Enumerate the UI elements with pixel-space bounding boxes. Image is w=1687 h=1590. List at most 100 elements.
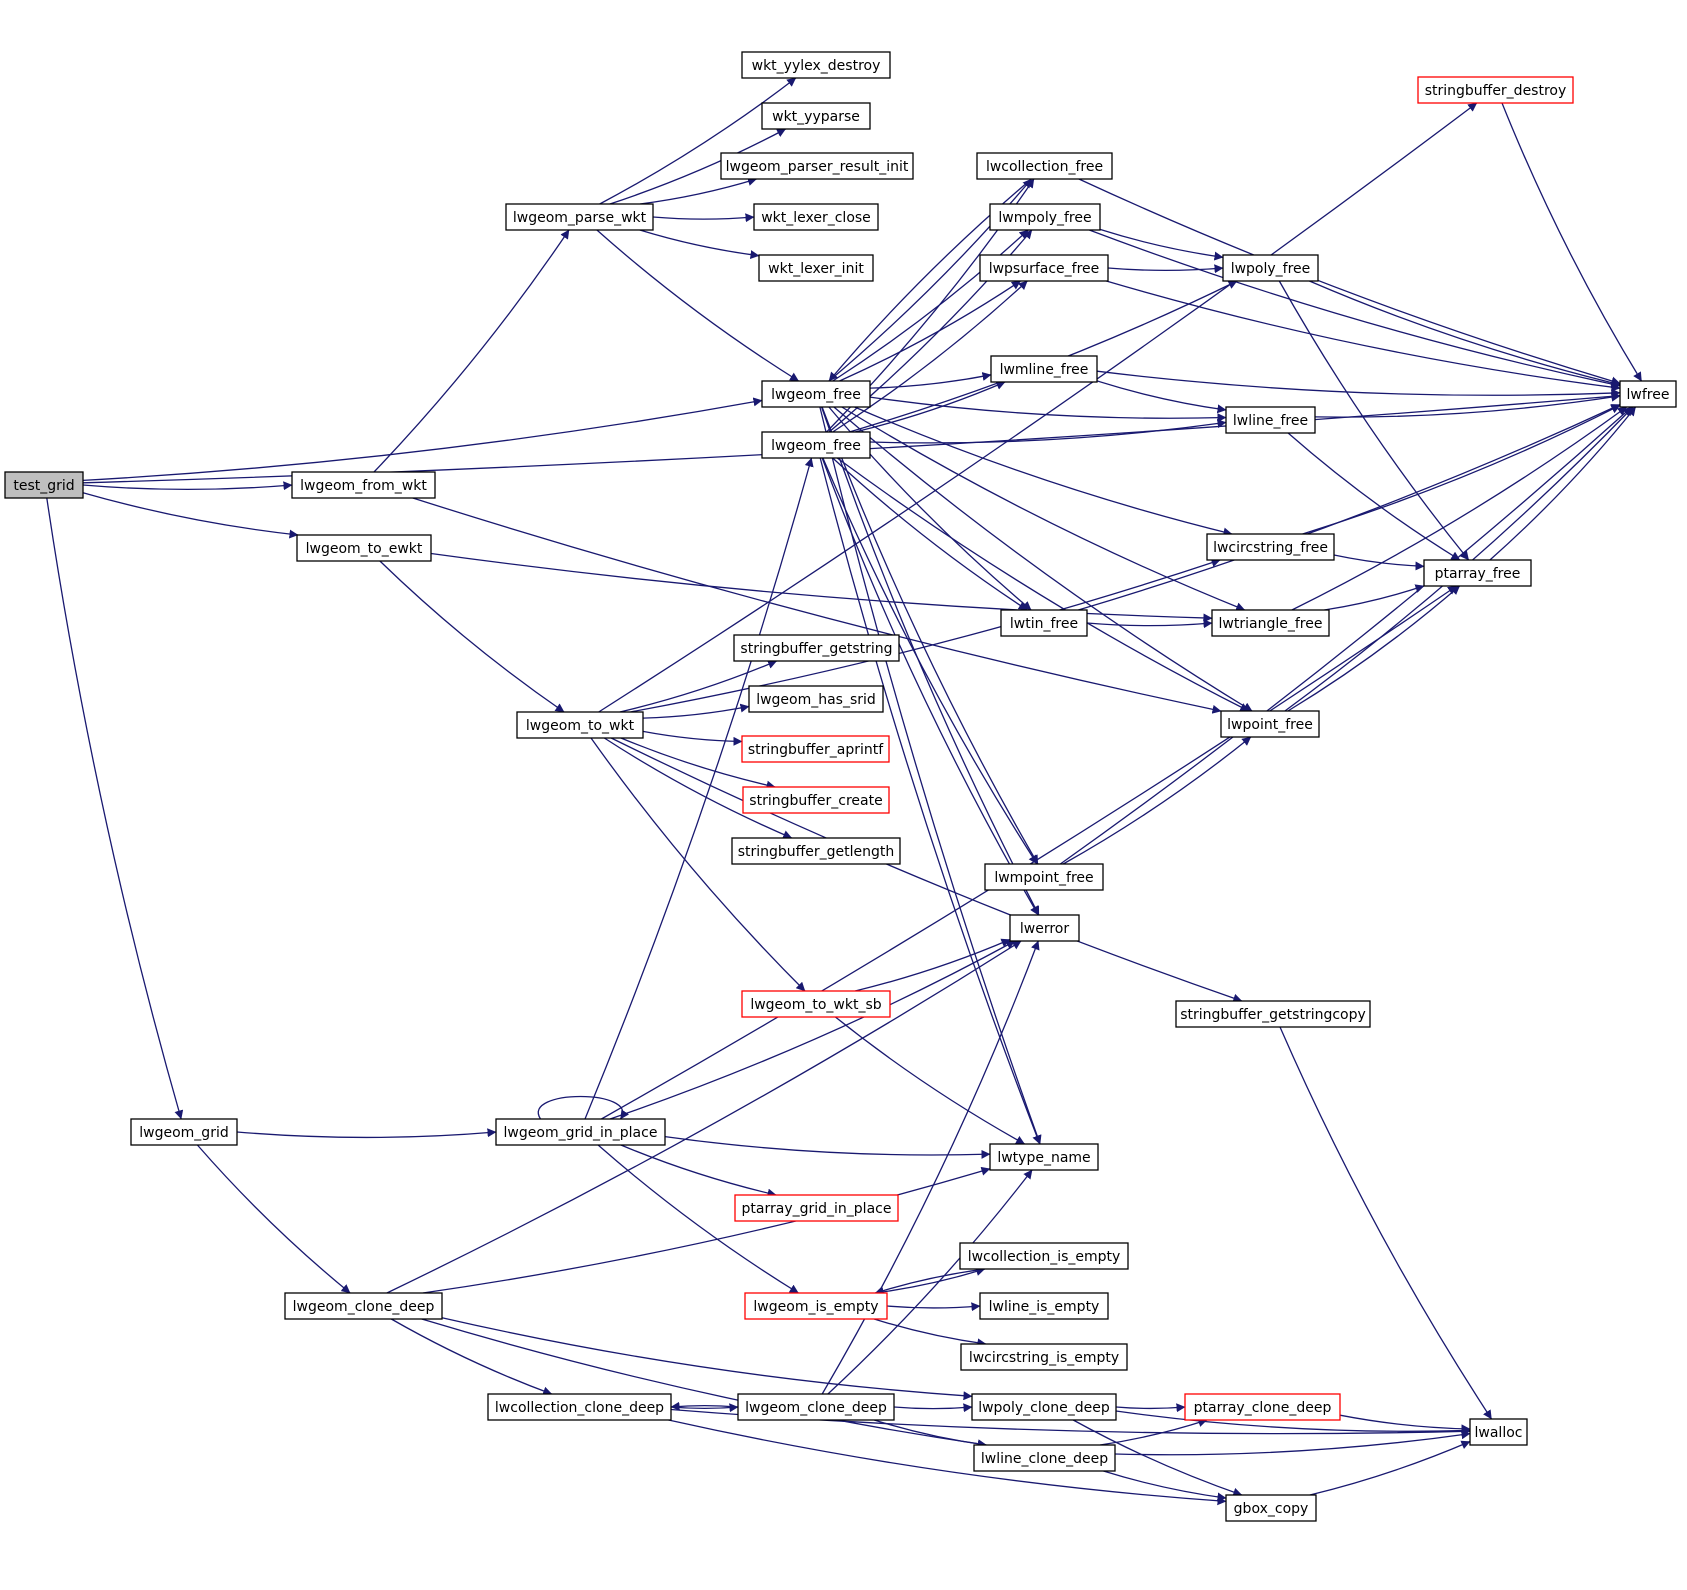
node-ptarray_grid_in_place[interactable]: ptarray_grid_in_place — [734, 1194, 899, 1222]
node-stringbuffer_destroy[interactable]: stringbuffer_destroy — [1417, 76, 1574, 104]
node-box — [284, 1292, 443, 1320]
node-lwgeom_clone_deep_2[interactable]: lwgeom_clone_deep — [737, 1393, 895, 1421]
node-wkt_lexer_close[interactable]: wkt_lexer_close — [753, 203, 879, 231]
node-label: lwpoly_clone_deep — [978, 1400, 1110, 1416]
node-wkt_lexer_init[interactable]: wkt_lexer_init — [758, 254, 874, 282]
node-stringbuffer_getstring[interactable]: stringbuffer_getstring — [733, 634, 900, 662]
edge-lwcollection_clone_deep-to-lwgeom_clone_deep_2 — [670, 1403, 739, 1413]
node-lwalloc[interactable]: lwalloc — [1469, 1418, 1528, 1446]
edge-lwline_free-to-lwfree — [1314, 392, 1621, 418]
node-lwline_free[interactable]: lwline_free — [1225, 406, 1316, 434]
node-stringbuffer_getlength[interactable]: stringbuffer_getlength — [731, 837, 901, 865]
edge-lwgeom_to_wkt-to-stringbuffer_getstring — [619, 660, 778, 713]
node-wkt_yyparse[interactable]: wkt_yyparse — [761, 102, 871, 130]
edge-lwgeom_clone_deep_1-to-lwtype_name — [422, 1166, 991, 1294]
node-lwmpoint_free[interactable]: lwmpoint_free — [984, 863, 1104, 891]
node-lwgeom_from_wkt[interactable]: lwgeom_from_wkt — [291, 471, 436, 499]
node-lwgeom_is_empty[interactable]: lwgeom_is_empty — [744, 1292, 888, 1320]
node-box — [1417, 76, 1574, 104]
node-box — [733, 634, 900, 662]
node-lwerror[interactable]: lwerror — [1009, 914, 1080, 942]
node-lwtype_name[interactable]: lwtype_name — [989, 1143, 1099, 1171]
node-label: lwgeom_clone_deep — [745, 1400, 887, 1416]
node-lwgeom_has_srid[interactable]: lwgeom_has_srid — [748, 685, 884, 713]
node-label: lwgeom_free — [771, 438, 861, 454]
node-lwpsurface_free[interactable]: lwpsurface_free — [979, 254, 1109, 282]
node-lwline_clone_deep[interactable]: lwline_clone_deep — [973, 1444, 1116, 1472]
node-lwgeom_to_ewkt[interactable]: lwgeom_to_ewkt — [296, 534, 432, 562]
edge-lwgeom_grid_in_place-to-ptarray_free — [601, 585, 1457, 1120]
node-lwcollection_clone_deep[interactable]: lwcollection_clone_deep — [487, 1393, 672, 1421]
node-label: lwmline_free — [1000, 362, 1089, 378]
node-ptarray_clone_deep[interactable]: ptarray_clone_deep — [1184, 1393, 1341, 1421]
edge-lwgeom_to_wkt-to-stringbuffer_create — [620, 737, 776, 790]
node-lwpoly_free[interactable]: lwpoly_free — [1222, 254, 1319, 282]
edge-lwtriangle_free-to-ptarray_free — [1324, 584, 1425, 611]
node-box — [990, 355, 1098, 383]
node-lwgeom_grid_in_place[interactable]: lwgeom_grid_in_place — [495, 1118, 666, 1146]
node-label: lwgeom_clone_deep — [293, 1299, 435, 1315]
node-test_grid[interactable]: test_grid — [4, 471, 84, 499]
edge-lwmpoint_free-to-lwfree — [1059, 406, 1633, 865]
node-box — [1423, 559, 1532, 587]
node-lwfree[interactable]: lwfree — [1619, 380, 1677, 408]
node-label: stringbuffer_getstringcopy — [1180, 1007, 1366, 1023]
edge-lwgeom_grid_in_place-to-lwgeom_is_empty — [597, 1144, 799, 1294]
node-ptarray_free[interactable]: ptarray_free — [1423, 559, 1532, 587]
node-box — [130, 1118, 238, 1146]
node-lwgeom_free_2[interactable]: lwgeom_free — [761, 431, 871, 459]
edge-ptarray_free-to-lwfree — [1489, 406, 1637, 561]
edge-lwgeom_from_wkt-to-lwgeom_parse_wkt — [373, 229, 570, 473]
node-box — [744, 1292, 888, 1320]
edge-lwgeom_grid-to-lwgeom_grid_in_place — [236, 1128, 497, 1139]
node-lwcircstring_free[interactable]: lwcircstring_free — [1206, 533, 1335, 561]
node-box — [971, 1393, 1117, 1421]
node-lwmpoly_free[interactable]: lwmpoly_free — [989, 203, 1101, 231]
edge-lwpoly_clone_deep-to-lwalloc — [1115, 1410, 1471, 1436]
node-lwgeom_to_wkt[interactable]: lwgeom_to_wkt — [516, 711, 644, 739]
edge-lwgeom_to_wkt-to-stringbuffer_getlength — [603, 737, 793, 839]
edge-lwline_clone_deep-to-gbox_copy — [1103, 1470, 1227, 1502]
edge-lwgeom_to_ewkt-to-lwtriangle_free — [430, 552, 1213, 623]
node-stringbuffer_getstringcopy[interactable]: stringbuffer_getstringcopy — [1175, 1000, 1371, 1028]
edge-lwmpoly_free-to-lwfree — [1089, 229, 1621, 389]
node-lwgeom_clone_deep_1[interactable]: lwgeom_clone_deep — [284, 1292, 443, 1320]
node-box — [960, 1343, 1128, 1371]
edge-lwpoly_clone_deep-to-ptarray_clone_deep — [1115, 1403, 1186, 1413]
node-lwline_is_empty[interactable]: lwline_is_empty — [979, 1292, 1109, 1320]
node-lwmline_free[interactable]: lwmline_free — [990, 355, 1098, 383]
node-stringbuffer_aprintf[interactable]: stringbuffer_aprintf — [741, 735, 890, 763]
edge-lwgeom_grid_in_place-to-lwgeom_free_2 — [584, 457, 814, 1120]
node-gbox_copy[interactable]: gbox_copy — [1225, 1494, 1317, 1522]
node-wkt_yylex_destroy[interactable]: wkt_yylex_destroy — [741, 51, 891, 79]
node-lwcollection_is_empty[interactable]: lwcollection_is_empty — [959, 1242, 1129, 1270]
node-lwpoly_clone_deep[interactable]: lwpoly_clone_deep — [971, 1393, 1117, 1421]
edge-lwgeom_grid_in_place-to-lwgeom_grid_in_place — [537, 1095, 629, 1120]
edge-test_grid-to-lwgeom_from_wkt — [82, 481, 293, 491]
edge-lwgeom_clone_deep_2-to-lwtype_name — [827, 1169, 1033, 1395]
node-lwgeom_parse_wkt[interactable]: lwgeom_parse_wkt — [505, 203, 654, 231]
node-box — [1175, 1000, 1371, 1028]
node-stringbuffer_create[interactable]: stringbuffer_create — [742, 786, 890, 814]
edge-lwgeom_clone_deep_2-to-lwline_clone_deep — [874, 1419, 987, 1449]
node-lwpoint_free[interactable]: lwpoint_free — [1220, 710, 1320, 738]
node-lwgeom_free_1[interactable]: lwgeom_free — [761, 380, 871, 408]
node-box — [989, 203, 1101, 231]
node-lwtin_free[interactable]: lwtin_free — [1000, 609, 1088, 637]
node-lwgeom_grid[interactable]: lwgeom_grid — [130, 1118, 238, 1146]
node-label: lwgeom_to_wkt — [526, 718, 635, 734]
node-lwgeom_parser_result_init[interactable]: lwgeom_parser_result_init — [720, 152, 914, 180]
edge-stringbuffer_destroy-to-lwfree — [1501, 102, 1643, 382]
edge-lwgeom_free_1-to-lwcircstring_free — [854, 406, 1233, 537]
node-box — [1184, 1393, 1341, 1421]
node-label: lwtriangle_free — [1219, 616, 1323, 632]
node-lwcollection_free[interactable]: lwcollection_free — [976, 152, 1113, 180]
edge-lwcollection_clone_deep-to-gbox_copy — [668, 1419, 1227, 1506]
node-label: lwfree — [1627, 387, 1670, 403]
node-lwcircstring_is_empty[interactable]: lwcircstring_is_empty — [960, 1343, 1128, 1371]
node-lwtriangle_free[interactable]: lwtriangle_free — [1211, 609, 1330, 637]
node-lwgeom_to_wkt_sb[interactable]: lwgeom_to_wkt_sb — [741, 990, 891, 1018]
edge-lwline_free-to-ptarray_free — [1287, 432, 1461, 561]
edge-lwgeom_free_2-to-lwtype_name — [819, 457, 1041, 1145]
node-box — [742, 786, 890, 814]
